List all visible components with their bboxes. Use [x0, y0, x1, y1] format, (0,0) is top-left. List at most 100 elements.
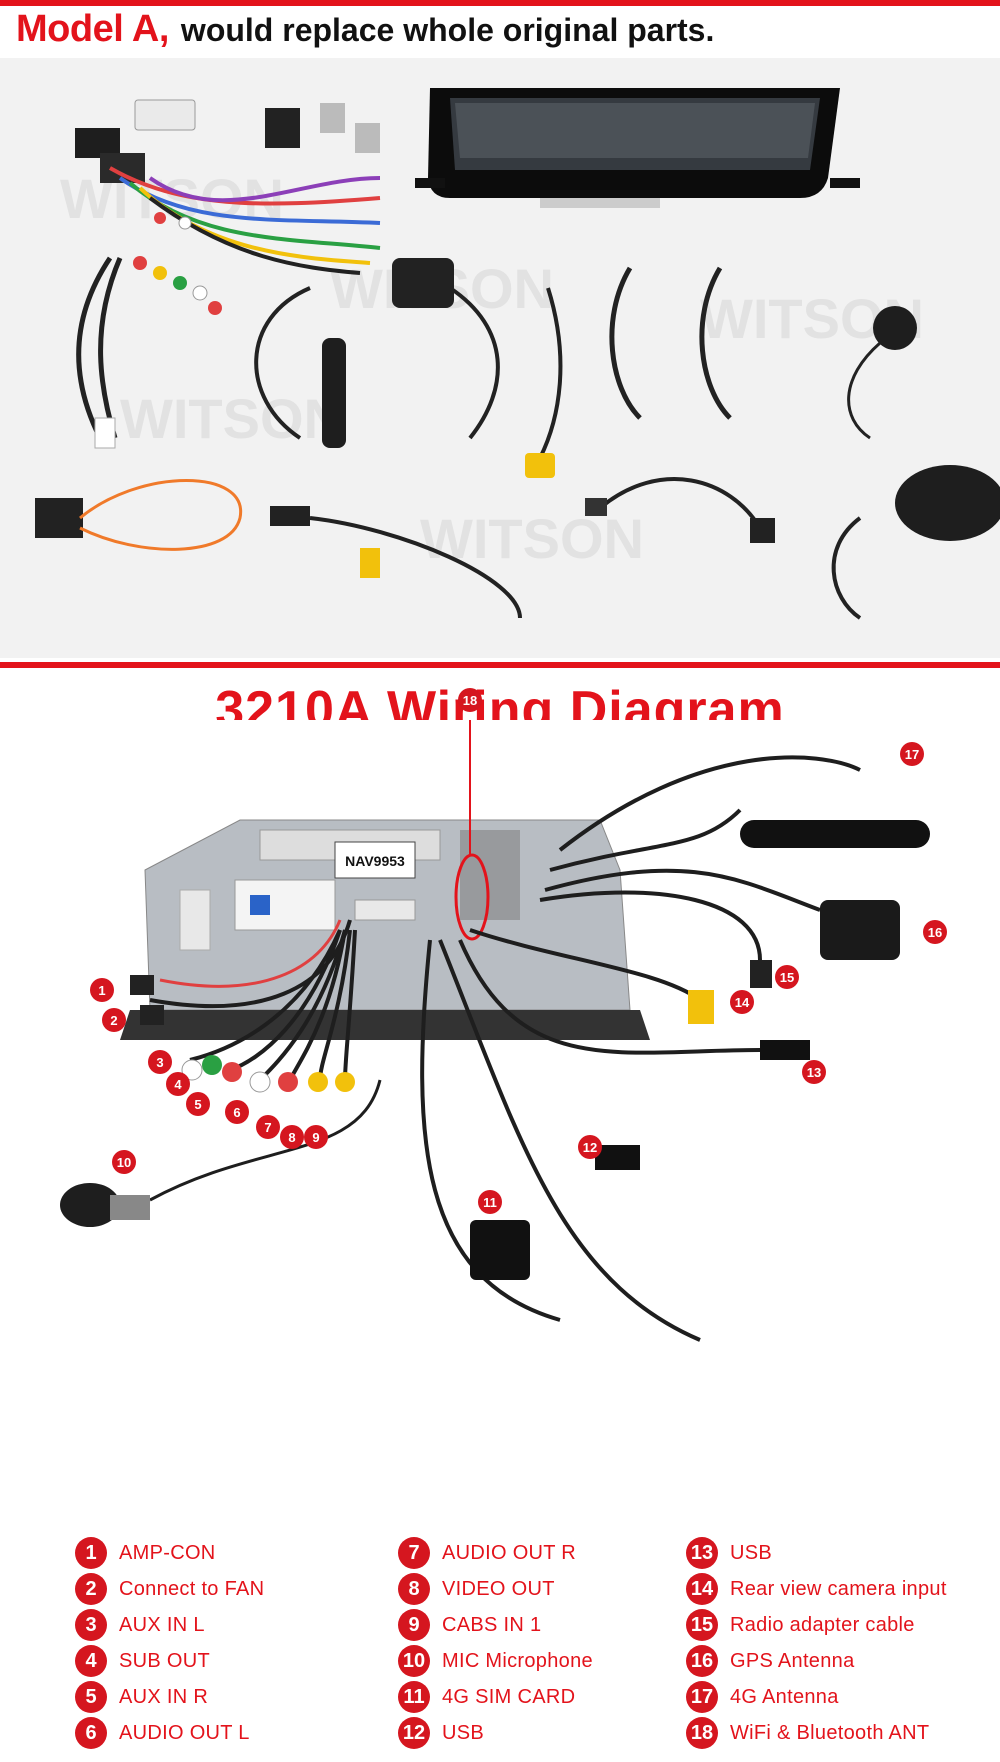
section-divider [0, 662, 1000, 668]
legend-label: VIDEO OUT [442, 1577, 555, 1600]
legend: 1 AMP-CON 2 Connect to FAN 3 AUX IN L 4 … [0, 1532, 1000, 1762]
legend-item: 6 AUDIO OUT L [75, 1716, 250, 1750]
legend-item: 3 AUX IN L [75, 1608, 205, 1642]
microphone [847, 306, 917, 440]
legend-label: Radio adapter cable [730, 1613, 915, 1636]
callout-7: 7 [256, 1115, 280, 1139]
legend-label: AUDIO OUT R [442, 1541, 577, 1564]
legend-label: AMP-CON [119, 1541, 216, 1564]
legend-label: 4G SIM CARD [442, 1685, 576, 1708]
legend-item: 11 4G SIM CARD [398, 1680, 575, 1714]
legend-item: 12 USB [398, 1716, 484, 1750]
legend-label: 4G Antenna [730, 1685, 839, 1708]
cable-sim-11 [420, 939, 561, 1322]
legend-label: MIC Microphone [442, 1649, 593, 1672]
legend-number: 16 [686, 1645, 718, 1677]
cable-4g-antenna [549, 755, 930, 872]
usb-cables [609, 266, 732, 420]
legend-item: 10 MIC Microphone [398, 1644, 593, 1678]
mic-cable [60, 1079, 382, 1227]
legend-item: 8 VIDEO OUT [398, 1572, 555, 1606]
legend-item: 18 WiFi & Bluetooth ANT [686, 1716, 929, 1750]
legend-item: 17 4G Antenna [686, 1680, 839, 1714]
antenna-4g [254, 286, 346, 448]
legend-number: 10 [398, 1645, 430, 1677]
legend-number: 2 [75, 1573, 107, 1605]
cable-usb-13 [458, 939, 810, 1060]
callout-14: 14 [730, 990, 754, 1014]
legend-label: WiFi & Bluetooth ANT [730, 1721, 930, 1744]
unit-label: NAV9953 [345, 853, 405, 869]
callout-4: 4 [166, 1072, 190, 1096]
wiring-illustration: NAV9953 [60, 720, 930, 1342]
gps-antenna [392, 258, 500, 440]
legend-number: 18 [686, 1717, 718, 1749]
callout-3: 3 [148, 1050, 172, 1074]
legend-label: GPS Antenna [730, 1649, 855, 1672]
legend-item: 14 Rear view camera input [686, 1572, 947, 1606]
legend-label: Rear view camera input [730, 1577, 947, 1600]
legend-item: 16 GPS Antenna [686, 1644, 855, 1678]
wifi-bt-highlight [454, 853, 490, 941]
legend-number: 7 [398, 1537, 430, 1569]
cable-usb-12 [438, 939, 701, 1342]
rca-harness [76, 256, 222, 449]
parts-illustration: WITSON WITSON WITSON WITSON WITSON [35, 88, 1000, 620]
legend-item: 7 AUDIO OUT R [398, 1536, 576, 1570]
callout-10: 10 [112, 1150, 136, 1174]
speaker [831, 465, 1000, 620]
top-divider [0, 0, 1000, 6]
legend-number: 14 [686, 1573, 718, 1605]
callout-15: 15 [775, 965, 799, 989]
callout-18: 18 [458, 688, 482, 712]
legend-number: 3 [75, 1609, 107, 1641]
callout-2: 2 [102, 1008, 126, 1032]
callout-12: 12 [578, 1135, 602, 1159]
legend-number: 17 [686, 1681, 718, 1713]
legend-number: 1 [75, 1537, 107, 1569]
callout-17: 17 [900, 742, 924, 766]
fiber-loop [35, 479, 243, 551]
legend-label: Connect to FAN [119, 1577, 265, 1600]
legend-item: 1 AMP-CON [75, 1536, 216, 1570]
legend-number: 8 [398, 1573, 430, 1605]
callout-13: 13 [802, 1060, 826, 1084]
cable-radio-adapter [539, 890, 772, 988]
rca-bundle [130, 919, 357, 1093]
legend-label: USB [442, 1721, 485, 1744]
callout-6: 6 [225, 1100, 249, 1124]
legend-label: AUX IN R [119, 1685, 209, 1708]
legend-number: 6 [75, 1717, 107, 1749]
head-unit-frame [415, 88, 860, 208]
legend-label: AUX IN L [119, 1613, 205, 1636]
callout-16: 16 [923, 920, 947, 944]
main-harness [75, 99, 381, 275]
legend-label: CABS IN 1 [442, 1613, 542, 1636]
legend-item: 2 Connect to FAN [75, 1572, 264, 1606]
legend-item: 5 AUX IN R [75, 1680, 208, 1714]
callout-9: 9 [304, 1125, 328, 1149]
cable-gps [544, 868, 900, 960]
radio-adapter-cable [270, 477, 775, 619]
legend-item: 4 SUB OUT [75, 1644, 210, 1678]
wiring-diagram: NAV9953 [0, 688, 1000, 1540]
legend-label: SUB OUT [119, 1649, 210, 1672]
callout-1: 1 [90, 978, 114, 1002]
model-header: Model A, would replace whole original pa… [16, 8, 714, 58]
legend-number: 11 [398, 1681, 430, 1713]
cable-camera [469, 928, 714, 1024]
legend-number: 9 [398, 1609, 430, 1641]
camera-rca-cable [525, 287, 563, 478]
legend-label: AUDIO OUT L [119, 1721, 250, 1744]
callout-5: 5 [186, 1092, 210, 1116]
legend-item: 15 Radio adapter cable [686, 1608, 915, 1642]
watermark: WITSON [120, 387, 344, 450]
legend-item: 9 CABS IN 1 [398, 1608, 541, 1642]
legend-number: 5 [75, 1681, 107, 1713]
legend-item: 13 USB [686, 1536, 772, 1570]
legend-number: 12 [398, 1717, 430, 1749]
legend-number: 4 [75, 1645, 107, 1677]
model-label: Model A, [16, 8, 169, 50]
callout-8: 8 [280, 1125, 304, 1149]
legend-number: 13 [686, 1537, 718, 1569]
